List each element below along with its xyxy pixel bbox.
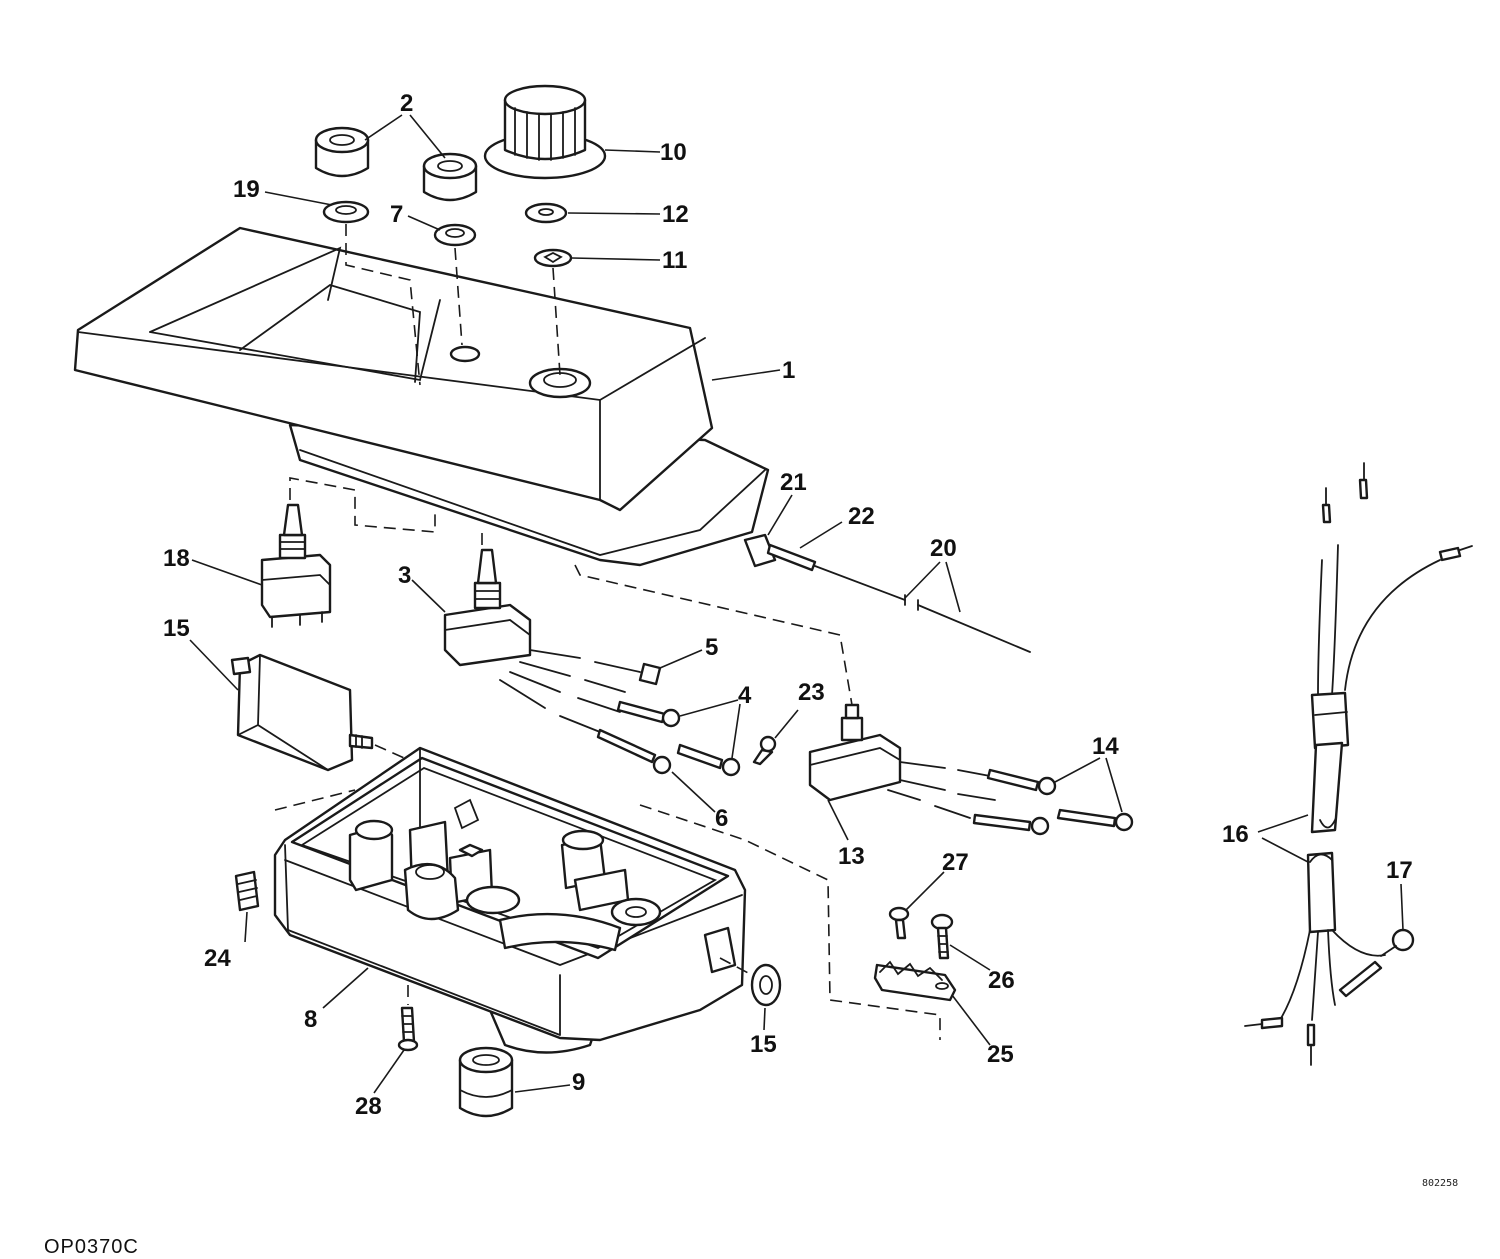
callout-2: 2 xyxy=(400,90,413,117)
callout-11: 11 xyxy=(662,247,687,274)
callout-21: 21 xyxy=(780,469,807,496)
foot-pedal-cover xyxy=(73,226,770,567)
callout-17: 17 xyxy=(1386,857,1413,884)
knob xyxy=(483,84,607,180)
bushing-2b xyxy=(422,152,478,202)
callout-18: 18 xyxy=(163,545,190,572)
callout-23: 23 xyxy=(798,679,825,706)
callout-28: 28 xyxy=(355,1093,382,1120)
callout-3: 3 xyxy=(398,562,411,589)
module-15 xyxy=(230,653,374,772)
clamp-25 xyxy=(873,960,957,1002)
grommet-9 xyxy=(458,1046,514,1118)
callout-10: 10 xyxy=(660,139,687,166)
screw-27 xyxy=(888,906,910,940)
callout-12: 12 xyxy=(662,201,689,228)
lock-washer-11 xyxy=(533,248,573,268)
toggle-switch-18 xyxy=(260,503,332,628)
set-screw-24 xyxy=(234,870,260,912)
callout-22: 22 xyxy=(848,503,875,530)
callout-15a: 15 xyxy=(163,615,190,642)
wire-leads-3 xyxy=(499,649,741,777)
nut-15 xyxy=(750,963,782,1007)
wire-harness xyxy=(1244,462,1473,1066)
callout-labels: 2 10 19 7 12 11 1 21 22 20 18 3 15 5 4 2… xyxy=(163,90,1413,1120)
washer-12 xyxy=(524,202,568,224)
base-housing xyxy=(273,746,747,1054)
callout-7: 7 xyxy=(390,201,403,228)
screw-28 xyxy=(397,1006,419,1052)
callout-6: 6 xyxy=(715,805,728,832)
callout-16: 16 xyxy=(1222,821,1249,848)
callout-1: 1 xyxy=(782,357,795,384)
toggle-switch-3 xyxy=(443,548,532,667)
screw-26 xyxy=(930,913,954,960)
leader-lines xyxy=(189,114,1404,1094)
callout-5: 5 xyxy=(705,634,718,661)
wire-probe xyxy=(743,533,1031,653)
callout-9: 9 xyxy=(572,1069,585,1096)
grommet-19 xyxy=(322,200,370,224)
callout-4: 4 xyxy=(738,682,752,709)
switch-13 xyxy=(808,703,902,802)
callout-15b: 15 xyxy=(750,1031,777,1058)
figure-id: OP0370C xyxy=(44,1236,139,1258)
drawing-code: 802258 xyxy=(1422,1178,1458,1189)
grommet-7 xyxy=(433,223,477,247)
bushing-2a xyxy=(314,126,370,178)
callout-27: 27 xyxy=(942,849,969,876)
callout-13: 13 xyxy=(838,843,865,870)
callout-14: 14 xyxy=(1092,733,1119,760)
callout-8: 8 xyxy=(304,1006,317,1033)
wire-leads-13 xyxy=(887,761,1134,836)
screw-23 xyxy=(752,735,777,766)
callout-20: 20 xyxy=(930,535,957,562)
callout-24: 24 xyxy=(204,945,231,972)
callout-26: 26 xyxy=(988,967,1015,994)
callout-25: 25 xyxy=(987,1041,1014,1068)
callout-19: 19 xyxy=(233,176,260,203)
